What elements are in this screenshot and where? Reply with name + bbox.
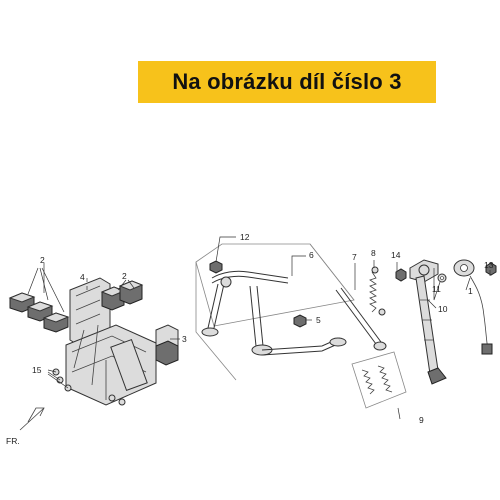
callout-2a: 2 <box>40 255 45 265</box>
callout-7: 7 <box>352 252 357 262</box>
callout-12: 12 <box>240 232 250 242</box>
springs-frame-outline <box>351 351 407 409</box>
callout-numbers: 1 2 2 3 4 5 6 7 8 9 10 11 12 13 14 15 <box>32 232 494 425</box>
callout-11: 11 <box>432 284 441 294</box>
callout-5: 5 <box>316 315 321 325</box>
callout-1: 1 <box>468 286 473 296</box>
banner-text: Na obrázku díl číslo 3 <box>172 69 402 94</box>
callout-2b: 2 <box>122 271 127 281</box>
nut-12 <box>209 260 223 274</box>
rubber-blocks-right <box>100 280 144 311</box>
nut-5 <box>293 314 307 328</box>
spring-8 <box>369 266 386 316</box>
rubber-pads-left <box>8 292 70 333</box>
left-bracket-assembly <box>8 277 179 406</box>
callout-14: 14 <box>391 250 401 260</box>
bolt-13 <box>485 262 497 276</box>
direction-label: FR. <box>6 436 20 446</box>
springs-9 <box>361 365 393 395</box>
main-stand <box>201 270 347 356</box>
callout-6: 6 <box>309 250 314 260</box>
callout-10: 10 <box>438 304 448 314</box>
callout-9: 9 <box>419 415 424 425</box>
part-number-banner: Na obrázku díl číslo 3 <box>138 61 436 103</box>
bolt-14 <box>395 268 407 282</box>
side-stand-switch-1 <box>453 259 493 355</box>
callout-13: 13 <box>484 260 494 270</box>
callout-3: 3 <box>182 334 187 344</box>
stand-frame-outline <box>195 243 355 327</box>
leader-lines <box>27 236 491 420</box>
bolts-15 <box>52 368 126 406</box>
callout-15: 15 <box>32 365 42 375</box>
pipe-7 <box>335 287 387 351</box>
main-bracket <box>65 277 157 406</box>
callout-4: 4 <box>80 272 85 282</box>
callout-8: 8 <box>371 248 376 258</box>
side-stand <box>409 259 447 385</box>
washer-11 <box>437 273 447 283</box>
part-3-damper <box>155 324 179 366</box>
front-direction-indicator: FR. <box>6 407 45 446</box>
